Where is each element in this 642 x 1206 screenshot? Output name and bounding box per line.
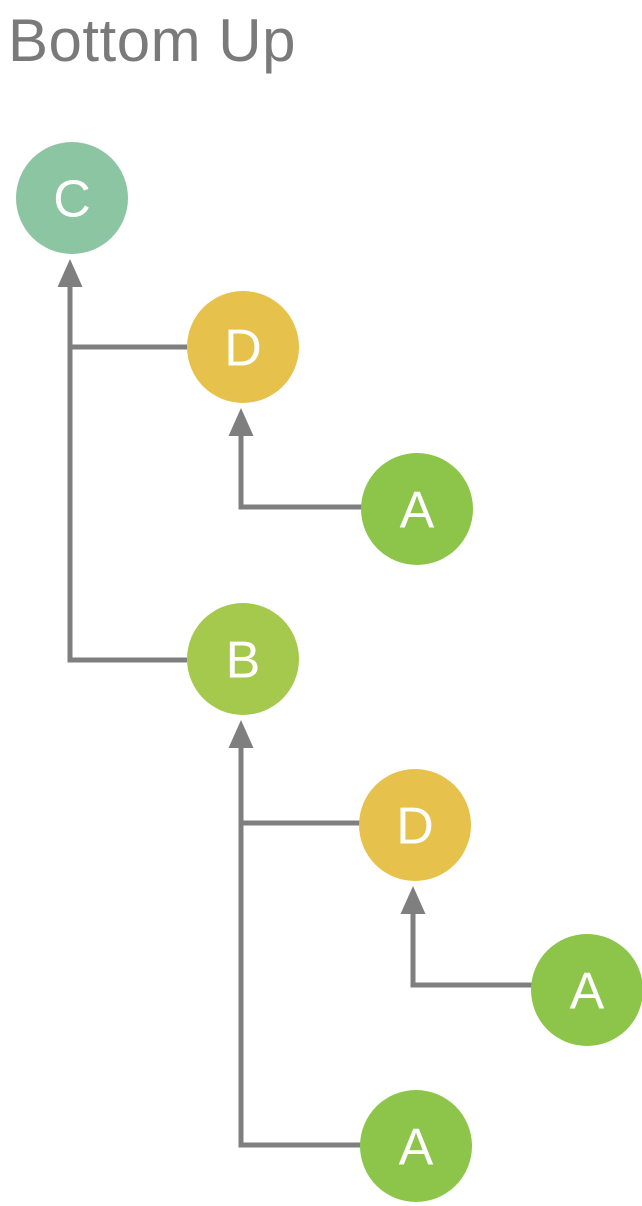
- node-d-upper-label: D: [224, 320, 262, 378]
- node-b-label: B: [226, 632, 261, 690]
- edge-a-right-to-d-lower: [410, 910, 534, 988]
- edge-a-bottom-to-b: [238, 744, 361, 1148]
- arrow-into-b: [228, 720, 254, 748]
- arrow-into-d-lower: [400, 886, 426, 914]
- node-c-label: C: [53, 171, 91, 229]
- node-a-bottom-label: A: [399, 1119, 434, 1177]
- edge-b-to-c: [67, 285, 187, 663]
- node-d-lower-label: D: [396, 798, 434, 856]
- node-a-bottom: A: [360, 1090, 472, 1202]
- page-title: Bottom Up: [8, 7, 296, 74]
- node-d-lower-circle: [359, 769, 471, 881]
- node-a-upper-label: A: [400, 482, 435, 540]
- node-a-right-circle: [531, 934, 642, 1046]
- node-c-circle: [16, 142, 128, 254]
- node-b: B: [187, 603, 299, 715]
- node-d-upper: D: [187, 291, 299, 403]
- arrow-into-c: [57, 259, 83, 287]
- node-d-lower: D: [359, 769, 471, 881]
- arrow-into-d-upper: [228, 408, 254, 436]
- node-c: C: [16, 142, 128, 254]
- node-a-bottom-circle: [360, 1090, 472, 1202]
- node-d-upper-circle: [187, 291, 299, 403]
- node-a-right-label: A: [570, 963, 605, 1021]
- node-b-circle: [187, 603, 299, 715]
- node-a-upper: A: [361, 453, 473, 565]
- node-a-right: A: [531, 934, 642, 1046]
- edge-a-upper-to-d-upper: [238, 432, 362, 510]
- node-a-upper-circle: [361, 453, 473, 565]
